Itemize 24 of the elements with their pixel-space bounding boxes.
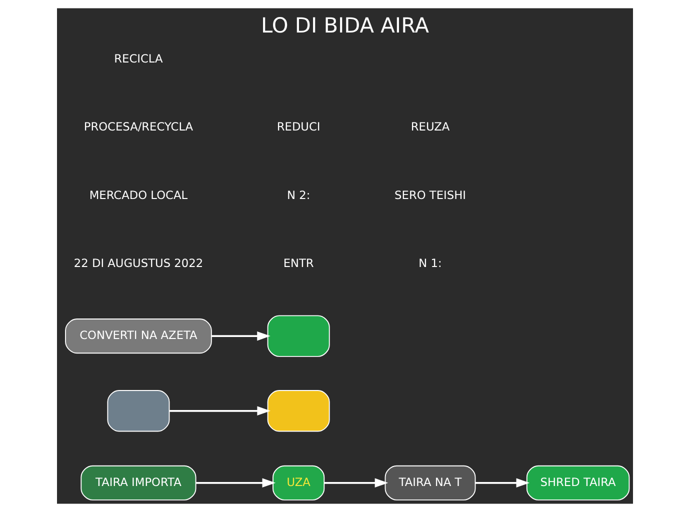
- arrow: [196, 478, 276, 488]
- label: PROCESA/RECYCLA: [84, 120, 194, 134]
- label: N 1:: [418, 256, 442, 270]
- node-box: SHRED TAIRA: [526, 465, 630, 500]
- node-box: [267, 315, 330, 357]
- node-box: TAIRA IMPORTA: [80, 465, 196, 500]
- diagram-title: LO DI BIDA AIRA: [261, 14, 429, 38]
- node-box: CONVERTI NA AZETA: [65, 318, 212, 354]
- label: N 2:: [286, 188, 310, 202]
- node-box: TAIRA NA T: [384, 465, 476, 500]
- label: REUZA: [410, 120, 450, 134]
- node-box: UZA: [272, 465, 325, 500]
- arrow: [212, 331, 270, 341]
- label: MERCADO LOCAL: [89, 188, 188, 202]
- label: 22 DI AUGUSTUS 2022: [74, 256, 204, 270]
- arrow: [475, 478, 530, 488]
- label: REDUCI: [276, 120, 320, 134]
- arrow: [324, 478, 388, 488]
- label: RECICLA: [114, 51, 163, 66]
- node-box: [267, 390, 330, 432]
- label: ENTR: [283, 256, 314, 270]
- label: SERO TEISHI: [394, 188, 466, 202]
- arrow: [170, 406, 270, 416]
- node-box: [107, 390, 170, 432]
